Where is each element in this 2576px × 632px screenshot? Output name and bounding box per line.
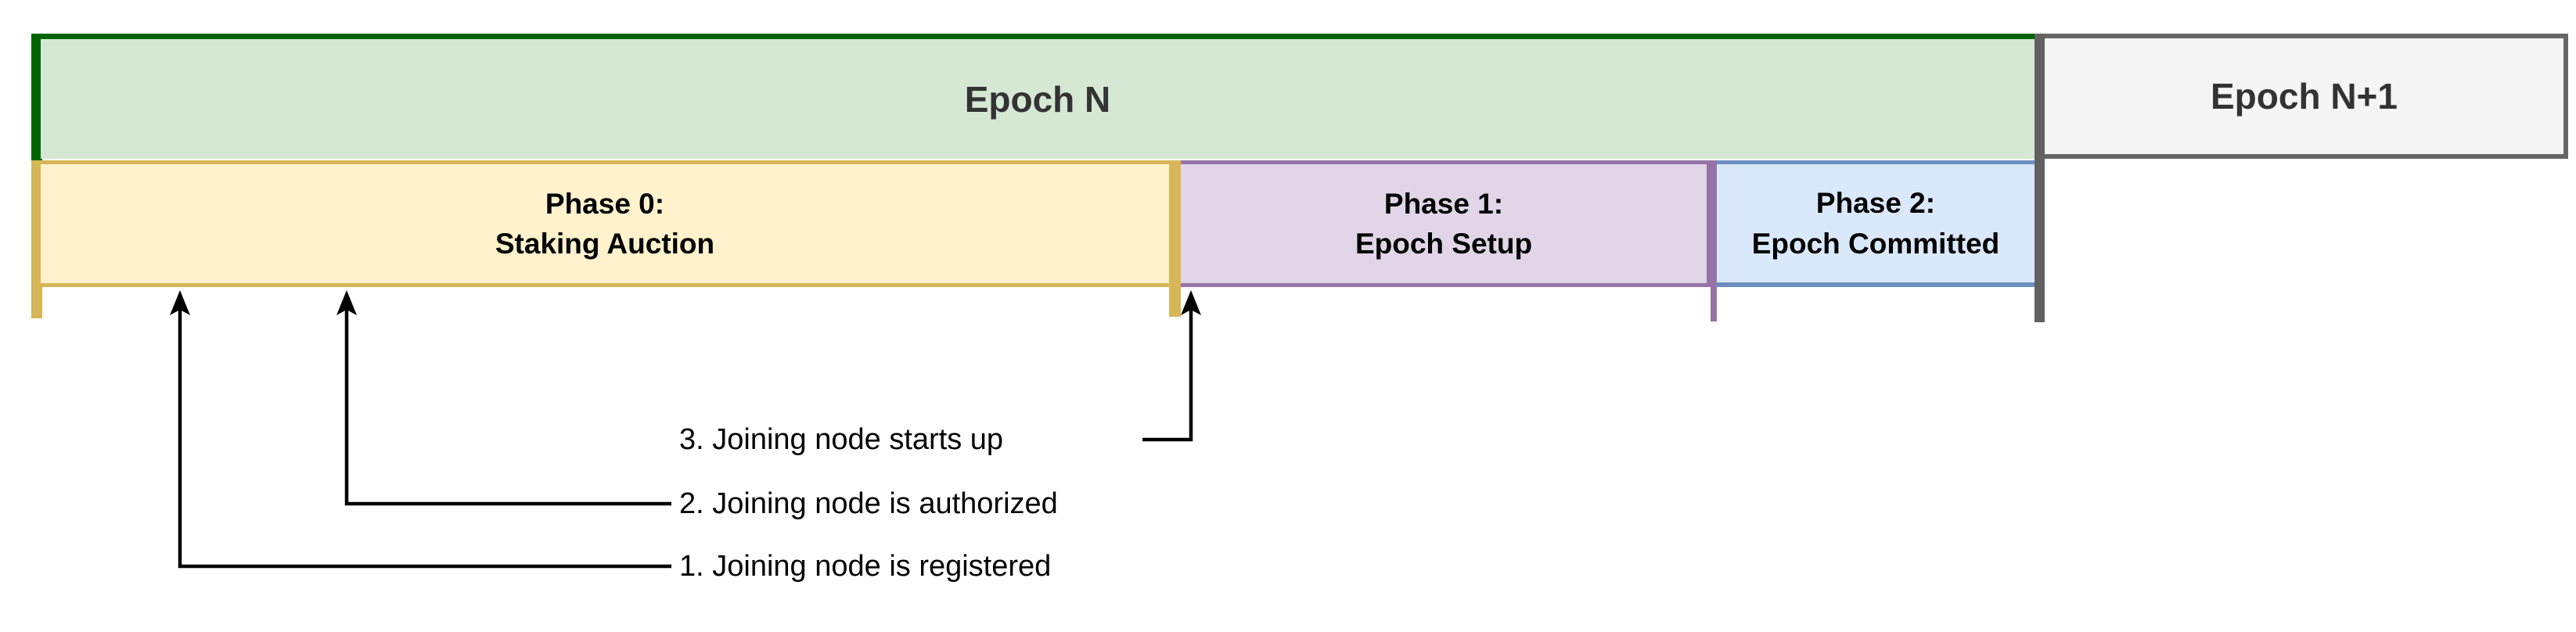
epoch-n-bar: Epoch N [41,34,2035,159]
arrow-1-registered [170,290,671,569]
phase-1-title: Phase 1: [1383,187,1504,220]
arrow-3-starts-up [1142,290,1201,442]
phase-0-subtitle: Staking Auction [495,228,715,260]
epoch-boundary-divider [2035,34,2045,322]
phase-1-bar: Phase 1: Epoch Setup [1181,160,1711,287]
phase-1-subtitle: Epoch Setup [1355,228,1533,260]
annotation-joining-node-authorized: 2. Joining node is authorized [679,487,1058,520]
annotation-joining-node-registered: 1. Joining node is registered [679,550,1052,583]
phase-0-bar: Phase 0: Staking Auction [41,160,1169,287]
arrow-2-authorized [336,290,671,506]
phase-1-end-marker [1711,160,1717,321]
phase-2-label: Phase 2: Epoch Committed [1752,183,2000,263]
phase-0-end-marker [1169,160,1181,317]
epoch-n-plus-1-bar: Epoch N+1 [2045,34,2568,159]
annotation-joining-node-starts-up: 3. Joining node starts up [679,423,1004,456]
phase-2-title: Phase 2: [1815,187,1936,220]
phase-2-subtitle: Epoch Committed [1751,227,2000,260]
phase-1-label: Phase 1: Epoch Setup [1355,184,1532,264]
phase-0-label: Phase 0: Staking Auction [495,184,714,264]
epoch-n-plus-1-label: Epoch N+1 [2210,76,2398,117]
epoch-n-label: Epoch N [964,78,1111,120]
phase-2-bar: Phase 2: Epoch Committed [1717,160,2035,287]
phase-0-title: Phase 0: [545,187,665,220]
epoch-n-start-marker [31,34,42,161]
phase-0-start-marker [31,160,42,318]
